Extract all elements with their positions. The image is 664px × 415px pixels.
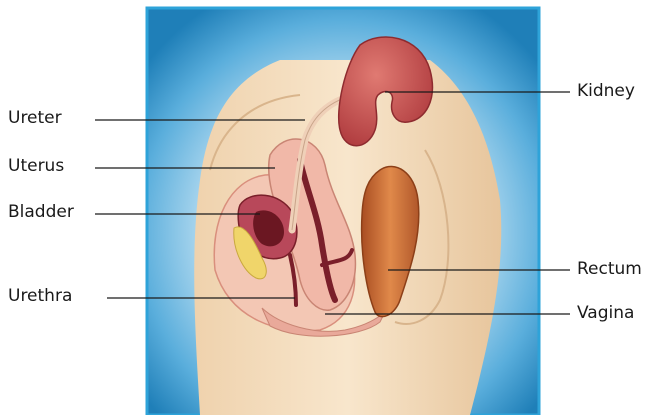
label-bladder: Bladder <box>8 202 74 222</box>
label-vagina: Vagina <box>577 303 634 323</box>
label-rectum: Rectum <box>577 259 642 279</box>
label-kidney: Kidney <box>577 81 635 101</box>
label-urethra: Urethra <box>8 286 72 306</box>
label-ureter: Ureter <box>8 108 62 128</box>
label-uterus: Uterus <box>8 156 64 176</box>
